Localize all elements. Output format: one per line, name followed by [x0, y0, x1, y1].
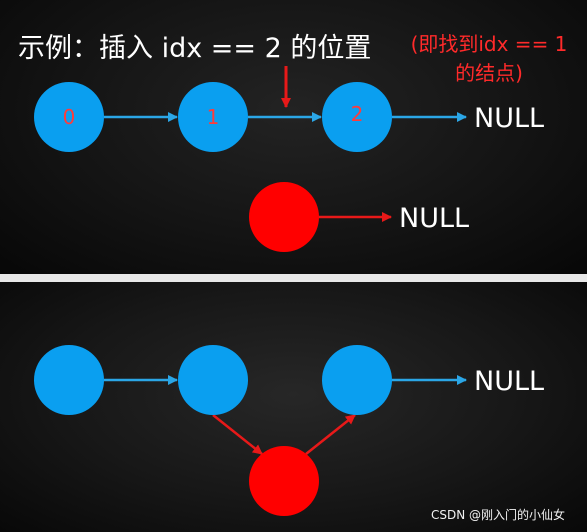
watermark: CSDN @刚入门的小仙女: [430, 508, 565, 522]
top-node-0-label: 0: [63, 105, 76, 129]
bottom-node-2: [322, 345, 392, 415]
bottom-link-new-2: [305, 414, 356, 455]
panel-divider: [0, 274, 587, 282]
bottom-new-node: [249, 446, 319, 516]
top-null-label: NULL: [474, 103, 544, 134]
bottom-node-1: [178, 345, 248, 415]
new-node-null-label: NULL: [399, 203, 469, 234]
bottom-node-0: [34, 345, 104, 415]
slide-title: 示例：插入 idx == 2 的位置: [18, 33, 372, 64]
top-node-2: [322, 82, 392, 152]
insert-note-line-2: 的结点): [455, 61, 523, 85]
top-node-1-label: 1: [207, 105, 220, 129]
insert-note-line-1: (即找到idx == 1: [410, 32, 568, 56]
top-node-0: [34, 82, 104, 152]
new-node: [249, 182, 319, 252]
bottom-link-1-new: [212, 414, 263, 455]
insert-note: (即找到idx == 1 的结点): [398, 30, 580, 88]
top-node-1: [178, 82, 248, 152]
bottom-null-label: NULL: [474, 366, 544, 397]
top-node-2-label: 2: [351, 102, 364, 126]
